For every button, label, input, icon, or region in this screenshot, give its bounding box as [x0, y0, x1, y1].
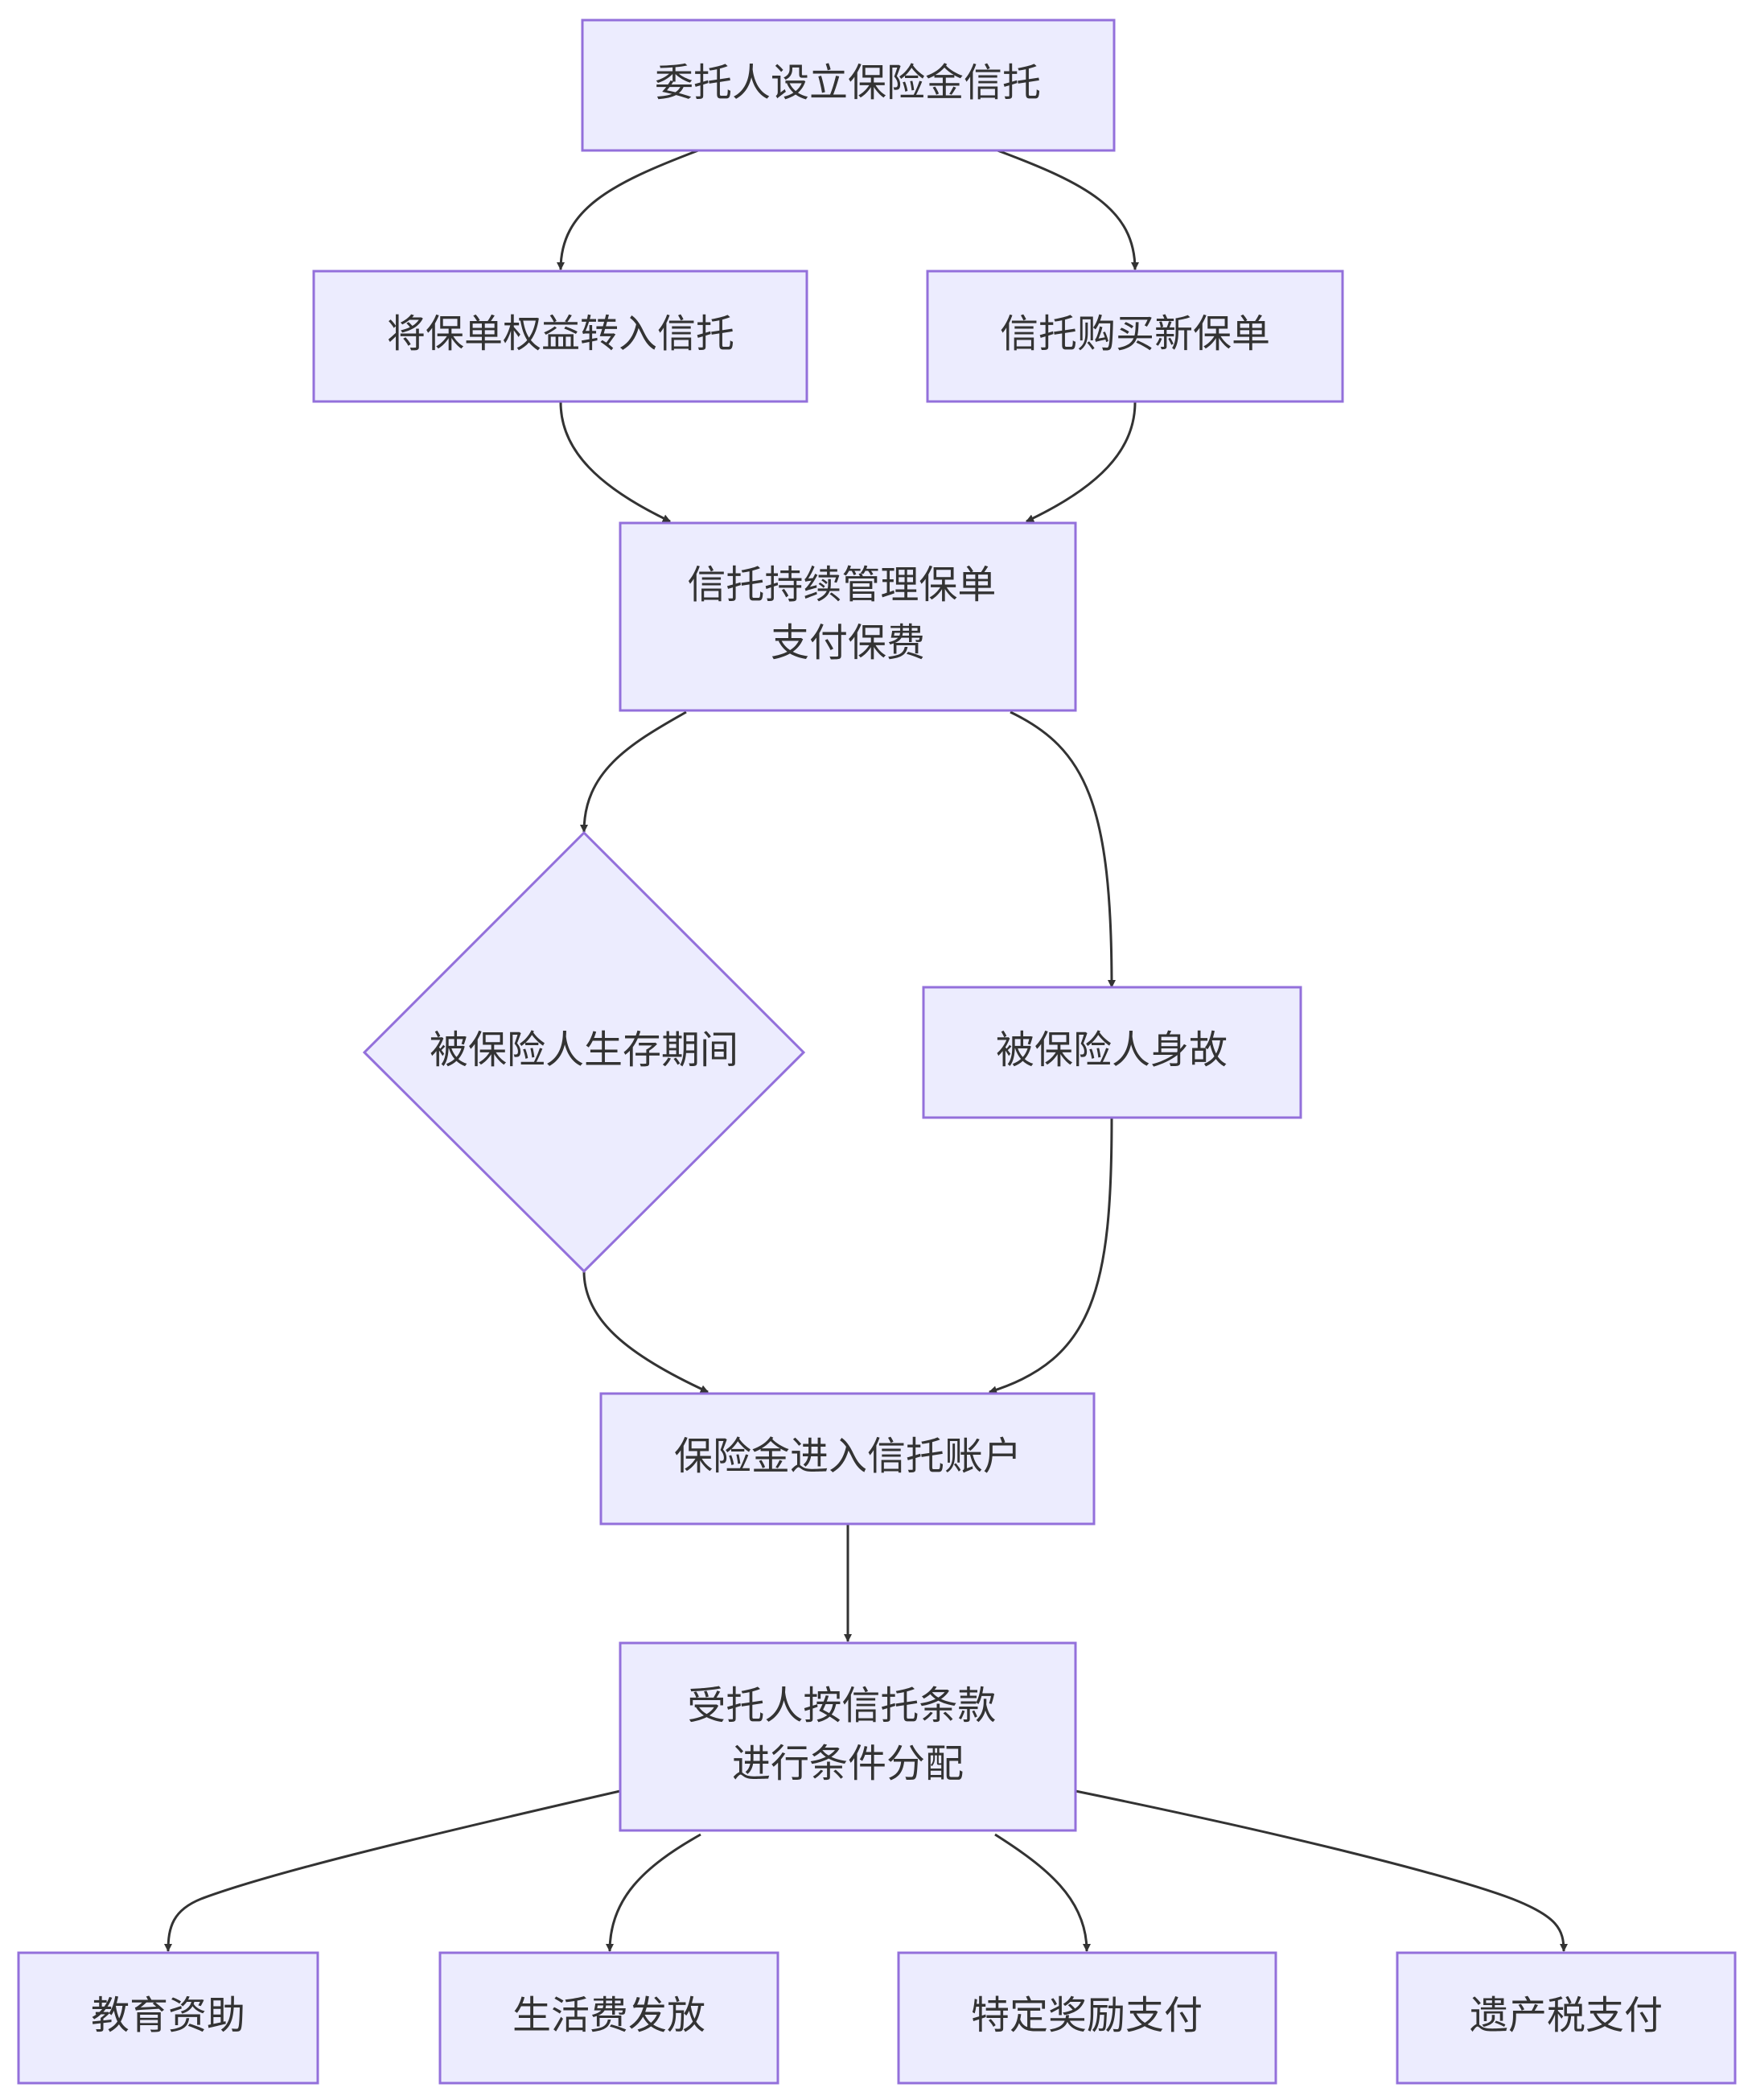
edge-alive-to-payout	[582, 1270, 709, 1394]
edge-distribute-to-living	[606, 1833, 701, 1952]
node-education: 教育资助	[17, 1951, 319, 2085]
edge-setup-to-transfer	[557, 149, 699, 270]
node-living: 生活费发放	[438, 1951, 779, 2085]
node-education-label: 教育资助	[91, 1993, 245, 2038]
node-setup-label: 委托人设立保险金信托	[655, 60, 1041, 105]
node-distribute: 受托人按信托条款 进行条件分配	[619, 1641, 1077, 1832]
node-payout-label: 保险金进入信托账户	[674, 1434, 1022, 1479]
edge-death-to-payout	[989, 1118, 1113, 1394]
node-tax: 遗产税支付	[1396, 1951, 1737, 2085]
edge-setup-to-purchase	[997, 149, 1139, 270]
node-distribute-label: 受托人按信托条款 进行条件分配	[687, 1683, 1008, 1786]
node-setup: 委托人设立保险金信托	[581, 19, 1116, 152]
edge-distribute-to-tax	[1075, 1789, 1568, 1952]
node-death: 被保险人身故	[922, 986, 1302, 1119]
node-transfer: 将保单权益转入信托	[312, 270, 808, 403]
node-alive-label: 被保险人生存期间	[430, 1027, 738, 1073]
node-payout: 保险金进入信托账户	[599, 1392, 1096, 1526]
node-purchase-label: 信托购买新保单	[1000, 311, 1270, 356]
node-manage-label: 信托持续管理保单 支付保费	[687, 562, 1008, 665]
node-living-label: 生活费发放	[512, 1993, 705, 2038]
node-tax-label: 遗产税支付	[1470, 1993, 1663, 2038]
node-alive: 被保险人生存期间	[362, 830, 806, 1274]
node-purchase: 信托购买新保单	[926, 270, 1344, 403]
edge-transfer-to-manage	[559, 401, 671, 523]
node-reward: 特定奖励支付	[897, 1951, 1277, 2085]
edge-distribute-to-education	[164, 1789, 621, 1952]
edge-purchase-to-manage	[1026, 401, 1137, 523]
nodes: 委托人设立保险金信托 将保单权益转入信托 信托购买新保单 信托持续管理保单 支付…	[17, 19, 1737, 2085]
edge-distribute-to-reward	[994, 1833, 1091, 1952]
node-death-label: 被保险人身故	[996, 1027, 1228, 1073]
edge-manage-to-alive	[580, 710, 687, 833]
node-manage: 信托持续管理保单 支付保费	[619, 521, 1077, 712]
node-reward-label: 特定奖励支付	[971, 1993, 1203, 2038]
edges	[164, 149, 1568, 1952]
edge-manage-to-death	[1010, 710, 1116, 988]
node-transfer-label: 将保单权益转入信托	[387, 311, 734, 356]
